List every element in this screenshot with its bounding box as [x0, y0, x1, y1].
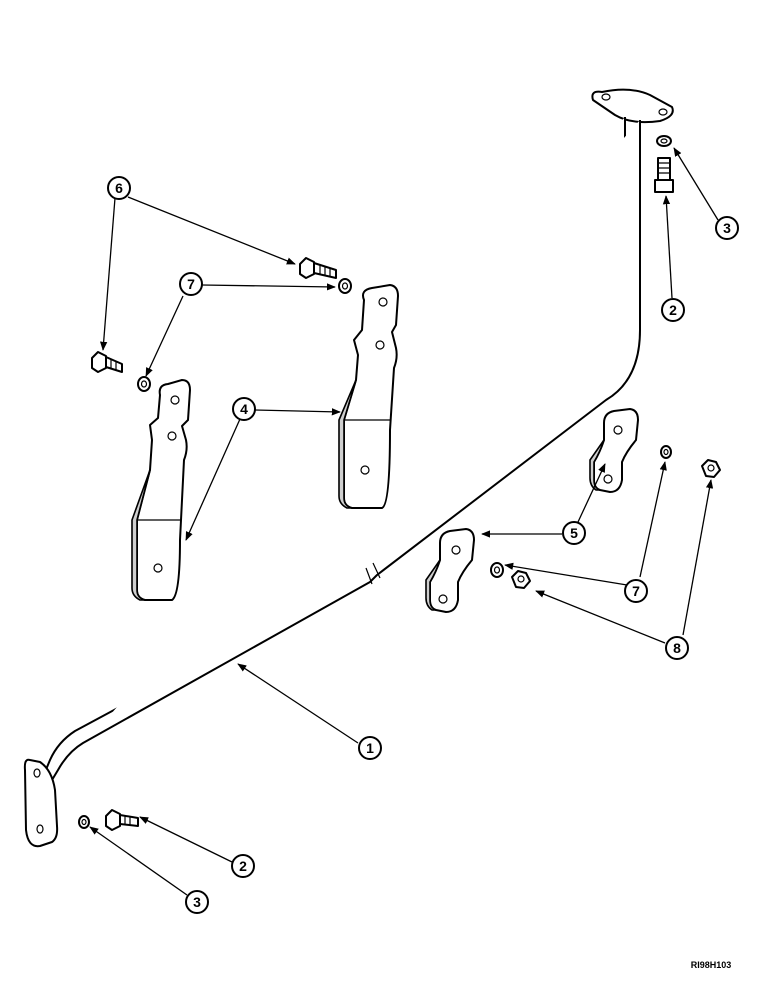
callout-8-label: 8 — [673, 640, 681, 656]
bolt-top-right — [654, 157, 674, 193]
callout-1: 1 — [358, 736, 382, 760]
washer-right — [660, 445, 672, 459]
callout-1-label: 1 — [366, 740, 374, 756]
callout-7-right: 7 — [624, 579, 648, 603]
callout-5-label: 5 — [570, 525, 578, 541]
callout-2-bottom: 2 — [231, 854, 255, 878]
nut-right — [701, 459, 721, 478]
callout-2-top-label: 2 — [669, 302, 677, 318]
bolt-upper — [299, 257, 337, 279]
washer-bottom — [78, 815, 90, 829]
callout-7-left-label: 7 — [187, 276, 195, 292]
clamp-lower — [425, 528, 475, 613]
callout-7-right-label: 7 — [632, 583, 640, 599]
washer-center — [490, 562, 504, 578]
callout-3-top: 3 — [715, 216, 739, 240]
callout-6: 6 — [107, 176, 131, 200]
washer-left — [137, 376, 151, 392]
reference-code: RI98H103 — [691, 960, 732, 970]
callout-2-bottom-label: 2 — [239, 858, 247, 874]
callout-4-label: 4 — [240, 401, 248, 417]
callout-3-bottom-label: 3 — [193, 894, 201, 910]
callout-3-bottom: 3 — [185, 890, 209, 914]
bolt-left — [91, 351, 123, 373]
callout-4: 4 — [232, 397, 256, 421]
callout-2-top: 2 — [661, 298, 685, 322]
bracket-left — [131, 379, 191, 601]
washer-upper — [338, 278, 352, 294]
bracket-right — [338, 284, 399, 509]
leader-lines — [89, 147, 719, 896]
callout-8: 8 — [665, 636, 689, 660]
bolt-bottom — [105, 809, 139, 831]
callout-7-left: 7 — [179, 272, 203, 296]
callout-3-top-label: 3 — [723, 220, 731, 236]
washer-top-right — [656, 135, 672, 147]
callout-6-label: 6 — [115, 180, 123, 196]
callout-5: 5 — [562, 521, 586, 545]
nut-center — [511, 570, 531, 589]
